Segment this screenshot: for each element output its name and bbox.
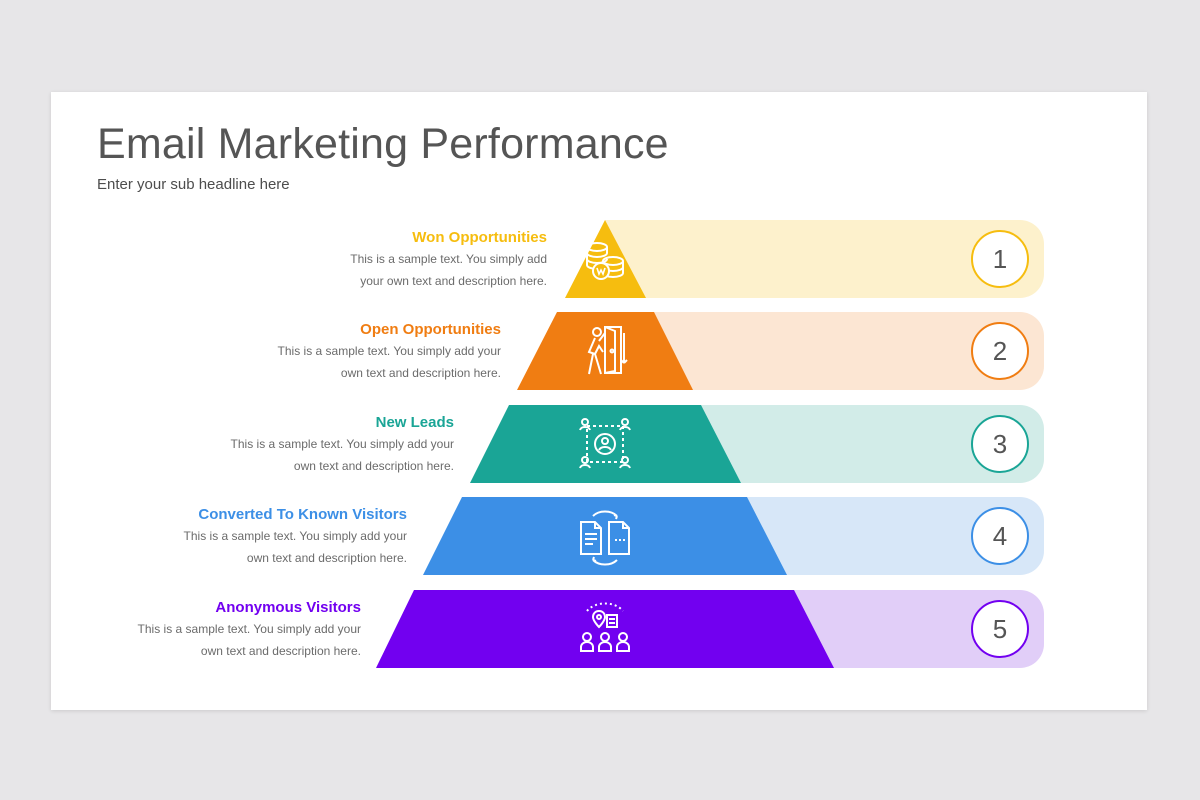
slide-subtitle: Enter your sub headline here [97, 176, 290, 193]
level-description-line-2: own text and description here. [340, 366, 501, 380]
level-title: New Leads [375, 414, 454, 431]
level-title: Converted To Known Visitors [198, 506, 407, 523]
level-number-badge: 4 [971, 507, 1029, 565]
level-description-line-2: own text and description here. [200, 644, 361, 658]
level-text: Won Opportunities This is a sample text.… [217, 228, 547, 292]
pyramid-level-2: 2 Open Opportunities This is a sample te… [51, 312, 1147, 392]
level-text: New Leads This is a sample text. You sim… [124, 413, 454, 477]
document-exchange-icon [580, 510, 630, 566]
pyramid-level-3: 3 New Leads This is a sample text. You s… [51, 405, 1147, 485]
level-number-badge: 1 [971, 230, 1029, 288]
level-description-line-1: This is a sample text. You simply add yo… [277, 344, 501, 358]
level-text: Converted To Known Visitors This is a sa… [77, 505, 407, 569]
level-title: Open Opportunities [360, 321, 501, 338]
pyramid-level-5: 5 Anonymous Visitors This is a sample te… [51, 590, 1147, 670]
level-title: Anonymous Visitors [215, 599, 361, 616]
person-entering-door-icon [587, 326, 628, 375]
pyramid-segment [376, 590, 834, 668]
level-description-line-1: This is a sample text. You simply add yo… [137, 622, 361, 636]
lead-network-icon [579, 418, 631, 469]
pyramid-level-4: 4 Converted To Known Visitors This is a … [51, 497, 1147, 577]
level-band [605, 220, 1044, 298]
level-description-line-1: This is a sample text. You simply add [350, 252, 547, 266]
coins-money-icon [586, 242, 624, 280]
level-description-line-2: your own text and description here. [360, 274, 547, 288]
level-number-badge: 5 [971, 600, 1029, 658]
level-title: Won Opportunities [412, 229, 547, 246]
level-text: Open Opportunities This is a sample text… [171, 320, 501, 384]
level-description-line-1: This is a sample text. You simply add yo… [230, 437, 454, 451]
slide: Email Marketing Performance Enter your s… [51, 92, 1147, 710]
slide-title: Email Marketing Performance [97, 120, 669, 168]
level-number-badge: 2 [971, 322, 1029, 380]
level-description-line-1: This is a sample text. You simply add yo… [183, 529, 407, 543]
pyramid-level-1: 1 Won Opportunities This is a sample tex… [51, 220, 1147, 300]
level-number-badge: 3 [971, 415, 1029, 473]
level-description-line-2: own text and description here. [293, 459, 454, 473]
pyramid-segment [423, 497, 787, 575]
visitors-group-icon [580, 602, 630, 652]
level-text: Anonymous Visitors This is a sample text… [31, 598, 361, 662]
level-description-line-2: own text and description here. [246, 551, 407, 565]
